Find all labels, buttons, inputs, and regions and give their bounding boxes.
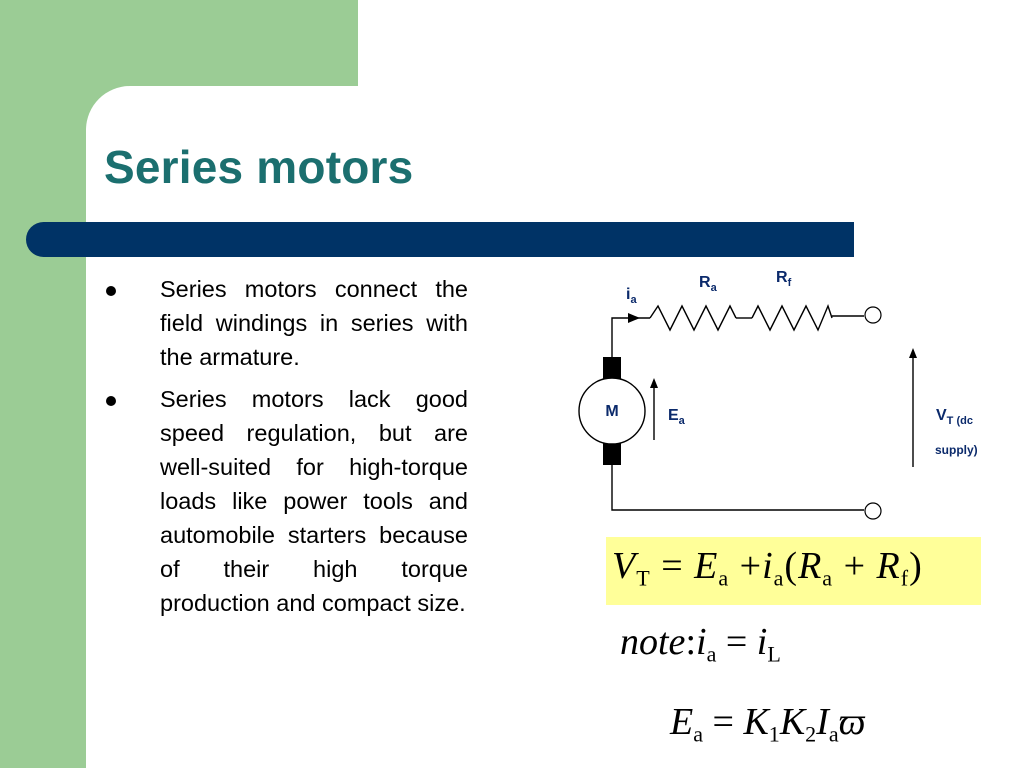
motor-brush-top	[603, 357, 621, 379]
bullet-item: Series motors lack good speed regulation…	[104, 382, 468, 620]
current-arrow-icon	[628, 313, 640, 323]
top-wire	[611, 317, 650, 358]
rf-label: Rf	[776, 269, 792, 289]
voltage-arrow-icon	[909, 348, 917, 358]
current-label: ia	[626, 286, 637, 306]
motor-icon	[578, 377, 646, 445]
motor-label: M	[605, 403, 618, 420]
slide-title: Series motors	[104, 141, 414, 193]
armature-resistor	[649, 304, 737, 332]
vt-label-line2: supply)	[935, 443, 978, 457]
field-resistor	[751, 304, 833, 332]
motor-brush-bottom	[603, 443, 621, 465]
bullet-text: Series motors connect the field windings…	[160, 276, 468, 370]
circuit-diagram: M ia Ra Rf Ea VT (dc supply)	[578, 269, 978, 520]
voltage-equation-highlight	[606, 537, 981, 605]
ra-label: Ra	[699, 274, 718, 294]
emf-label: Ea	[668, 407, 686, 427]
vt-label: VT (dc	[936, 407, 973, 427]
bottom-wire	[611, 465, 864, 511]
bullet-text: Series motors lack good speed regulation…	[160, 386, 468, 616]
top-terminal-icon	[864, 306, 882, 324]
bullet-dot-icon	[106, 286, 116, 296]
bullet-item: Series motors connect the field windings…	[104, 272, 468, 374]
note-equation: note:ia = iL	[620, 621, 781, 667]
bullet-list: Series motors connect the field windings…	[104, 272, 468, 628]
voltage-equation: VT = Ea +ia(Ra + Rf)	[612, 545, 923, 591]
bullet-dot-icon	[106, 396, 116, 406]
emf-equation: Ea = K1K2Iaϖ	[670, 701, 866, 747]
bottom-terminal-icon	[864, 502, 882, 520]
eq-lhs: V	[612, 545, 637, 587]
emf-arrow-icon	[650, 378, 658, 388]
title-underline-bar	[26, 222, 854, 257]
content-panel	[86, 86, 1024, 768]
